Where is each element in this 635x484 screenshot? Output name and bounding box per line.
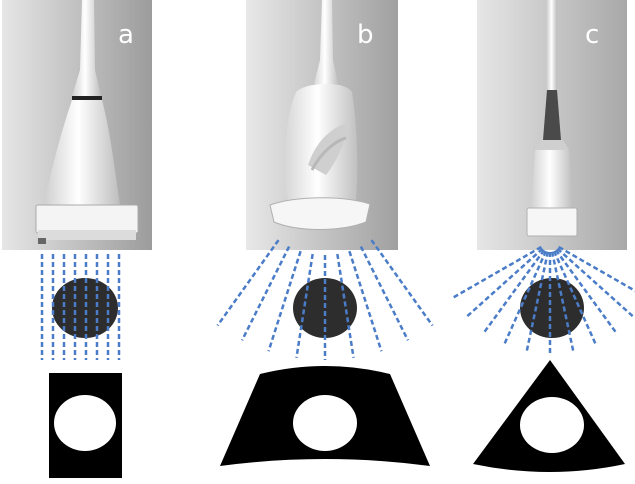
beam-line	[503, 250, 548, 345]
fan-beam-lines	[216, 239, 434, 360]
curvilinear-transducer-photo	[246, 0, 398, 250]
beam-line	[554, 249, 617, 334]
beam-line	[483, 249, 546, 334]
beam-line	[336, 253, 355, 358]
beam-line	[465, 247, 544, 318]
phased-array-beam-pattern	[452, 245, 635, 472]
beam-line	[348, 250, 383, 352]
linear-transducer-photo	[2, 0, 152, 250]
beam-line	[295, 253, 314, 358]
image-target-c	[520, 397, 584, 453]
beam-line	[525, 251, 550, 352]
panel-label-c: c	[585, 20, 600, 50]
beam-line	[370, 239, 434, 327]
curvilinear-beam-pattern	[216, 239, 434, 466]
beam-line	[552, 250, 597, 345]
target-circle-c	[520, 278, 584, 338]
phased-array-transducer-photo	[477, 0, 627, 250]
target-circle-a	[52, 278, 118, 338]
image-target-a	[54, 395, 116, 451]
beam-line	[240, 245, 291, 341]
linear-beam-pattern	[40, 254, 122, 478]
beam-line	[550, 251, 575, 352]
beam-line	[452, 245, 542, 299]
parallel-beam-lines	[40, 254, 121, 360]
image-target-b	[293, 395, 357, 451]
sector-beam-lines	[452, 245, 635, 354]
beam-line	[556, 247, 635, 318]
beam-line	[267, 250, 302, 352]
panel-label-b: b	[357, 20, 374, 50]
beam-line	[558, 245, 635, 293]
panel-label-a: a	[118, 20, 134, 50]
beam-line	[216, 239, 280, 327]
beam-line	[359, 245, 410, 341]
